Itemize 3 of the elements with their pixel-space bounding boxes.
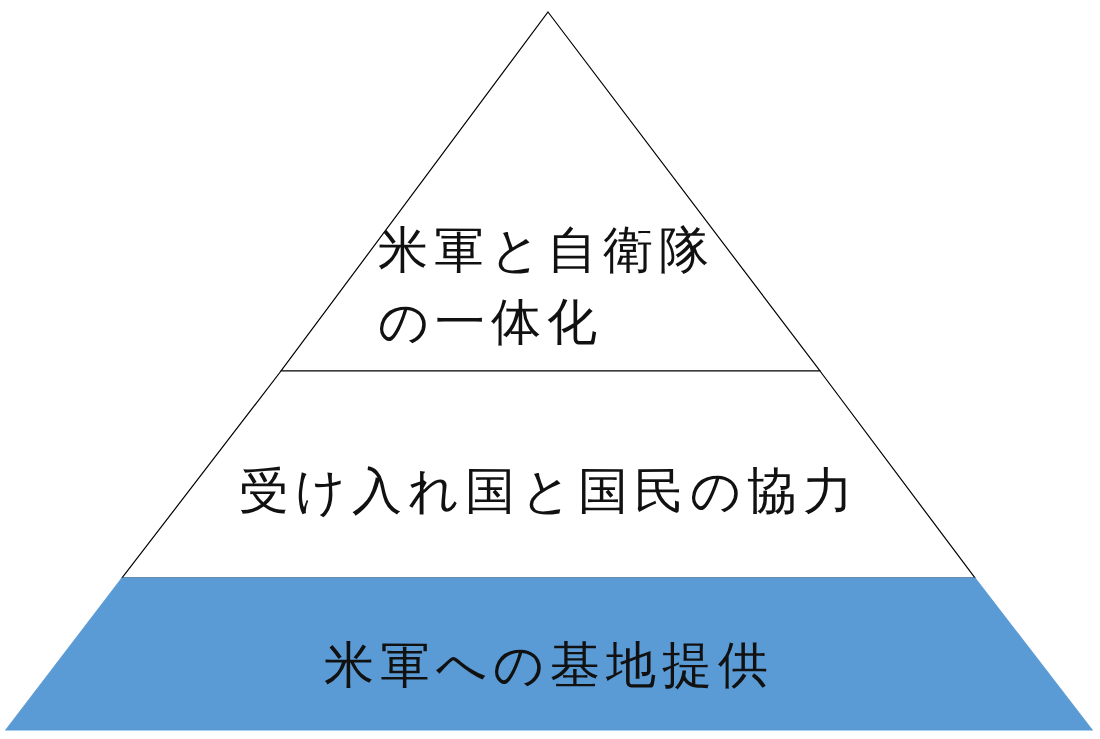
tier-label: 米軍への基地提供 bbox=[323, 635, 775, 696]
tier-label: 米軍と自衛隊の一体化 bbox=[378, 220, 716, 353]
tier-label: 受け入れ国と国民の協力 bbox=[237, 461, 860, 522]
